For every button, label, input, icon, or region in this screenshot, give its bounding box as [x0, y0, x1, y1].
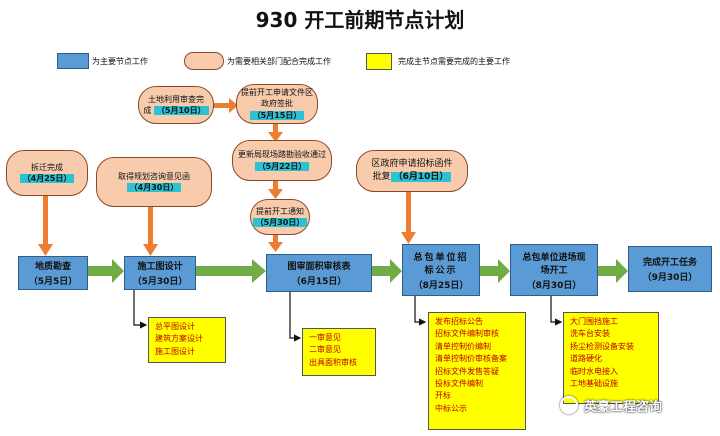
dept-tongzhi-text: 提前开工通知: [256, 206, 304, 216]
task-item: 二审意见: [309, 345, 341, 355]
milestone-wancheng-date: （9月30日）: [642, 273, 698, 283]
milestone-shigongtu-date: （5月30日）: [132, 277, 188, 287]
dept-tiqian-wenjian: 提前开工申请文件区 政府签批（5月15日）: [236, 84, 318, 124]
task-item: 总平图设计: [155, 322, 195, 331]
milestone-shigongtu: 施工图设计 （5月30日）: [124, 256, 196, 290]
legend-main-label: 为主要节点工作: [92, 57, 148, 66]
dept-guihua-text: 取得规划咨询意见函: [118, 171, 190, 181]
task-item: 清单控制价审核备案: [435, 354, 507, 364]
legend-tasks-swatch: [366, 53, 392, 70]
task-item: 招标文件编制审核: [435, 329, 499, 339]
dept-tiqian-wenjian-text2: 政府签批: [261, 99, 293, 109]
dept-tongzhi: 提前开工通知 （5月30日）: [250, 199, 310, 235]
milestone-tushen-date: （6月15日）: [291, 277, 347, 287]
legend-dept-label: 为需要相关部门配合完成工作: [227, 57, 331, 66]
dept-guihua: 取得规划咨询意见函 （4月30日）: [96, 157, 212, 207]
legend-tasks-label: 完成主节点需要完成的主要工作: [398, 57, 510, 66]
task-item: 中标公示: [435, 403, 467, 413]
milestone-shigongtu-name: 施工图设计: [137, 262, 183, 272]
task-item: 清单控制价编制: [435, 341, 491, 351]
task-item: 投标文件编制: [435, 378, 483, 388]
dept-chaiqian-text: 拆迁完成: [31, 162, 63, 172]
task-item: 招标文件发售答疑: [435, 366, 499, 376]
task-item: 洗车台安装: [570, 329, 610, 339]
dept-zhaobiao-text2: 批复: [372, 172, 391, 182]
task-item: 道路硬化: [570, 354, 602, 364]
watermark: 英豪工程咨询: [584, 400, 663, 415]
milestone-wancheng: 完成开工任务 （9月30日）: [628, 246, 712, 292]
dept-tudi-date: （5月10日）: [153, 106, 209, 115]
dept-tiqian-wenjian-text: 提前开工申请文件区: [241, 88, 313, 98]
dept-zhaobiao-date: （6月10日）: [390, 172, 452, 182]
legend-dept-swatch: [184, 52, 224, 70]
dept-zhaobiao: 区政府申请招标函件 批复（6月10日）: [356, 150, 468, 192]
milestone-zhaobiao-date: （8月25日）: [413, 280, 469, 291]
task-item: 发布招标公告: [435, 317, 483, 326]
milestone-dizhi-date: （5月5日）: [28, 277, 78, 287]
milestone-zhaobiao-name: 总包单位招标公示: [413, 252, 469, 276]
tasks-kaigong: 大门围挡施工 洗车台安装 扬尘检测设备安装 道路硬化 临时水电接入 工地基础设施: [563, 312, 659, 404]
milestone-tushen-name: 图审面积审核表: [287, 262, 351, 272]
dept-kancha-date: （5月22日）: [254, 161, 310, 171]
dept-tongzhi-date: （5月30日）: [252, 218, 308, 227]
dept-tiqian-wenjian-date: （5月15日）: [249, 110, 305, 120]
task-item: 建筑方案设计: [155, 334, 203, 344]
task-item: 施工图设计: [155, 346, 195, 356]
dept-chaiqian: 拆迁完成 （4月25日）: [6, 150, 88, 196]
task-item: 出具面积审核: [309, 357, 357, 367]
task-item: 临时水电接入: [570, 366, 618, 376]
legend-main-swatch: [57, 53, 89, 69]
milestone-tushen: 图审面积审核表 （6月15日）: [266, 254, 372, 292]
dept-zhaobiao-text: 区政府申请招标函件: [371, 159, 453, 170]
tasks-shigongtu: 总平图设计 建筑方案设计 施工图设计: [148, 317, 226, 363]
milestone-wancheng-name: 完成开工任务: [642, 258, 697, 268]
milestone-dizhi-name: 地质勘查: [34, 262, 71, 272]
milestone-jinchang-date: （8月30日）: [526, 280, 582, 291]
watermark-logo-icon: [560, 396, 578, 414]
task-item: 开标: [435, 391, 451, 401]
task-item: 大门围挡施工: [570, 317, 618, 326]
milestone-zhaobiao: 总包单位招标公示 （8月25日）: [402, 244, 480, 296]
milestone-jinchang: 总包单位进场现场开工 （8月30日）: [510, 244, 598, 296]
dept-guihua-date: （4月30日）: [126, 183, 182, 192]
dept-tudi-text2: 成: [143, 106, 152, 115]
task-item: 工地基础设施: [570, 378, 618, 388]
milestone-jinchang-name: 总包单位进场现场开工: [522, 252, 586, 276]
dept-tudi: 土地利用审查完 成 （5月10日）: [138, 86, 214, 124]
tasks-tushen: 一审意见 二审意见 出具面积审核: [302, 328, 376, 376]
page-title: 930 开工前期节点计划: [255, 8, 465, 32]
dept-tudi-text: 土地利用审查完: [148, 94, 204, 104]
dept-chaiqian-date: （4月25日）: [19, 174, 75, 183]
dept-kancha: 更新局现场踏勘验收通过 （5月22日）: [232, 140, 332, 181]
milestone-dizhi: 地质勘查 （5月5日）: [18, 256, 88, 290]
tasks-zhaobiao: 发布招标公告 招标文件编制审核 清单控制价编制 清单控制价审核备案 招标文件发售…: [428, 312, 526, 430]
task-item: 一审意见: [309, 333, 341, 342]
task-item: 扬尘检测设备安装: [570, 341, 634, 351]
dept-kancha-text: 更新局现场踏勘验收通过: [238, 150, 326, 160]
